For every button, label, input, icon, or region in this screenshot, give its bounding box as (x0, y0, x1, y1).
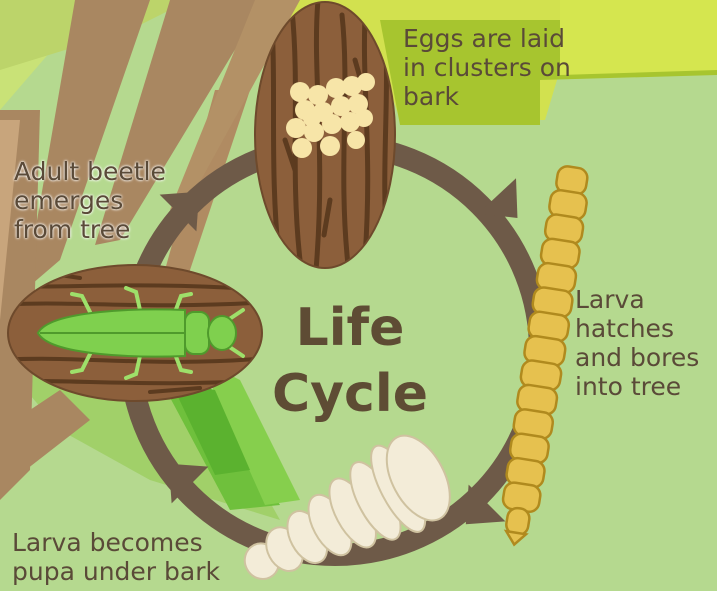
label-larva-stage: Larva hatches and bores into tree (575, 285, 715, 401)
label-eggs-stage: Eggs are laid in clusters on bark (403, 24, 623, 111)
title-life-cycle: Life Cycle (255, 295, 445, 427)
egg-cluster (286, 73, 375, 158)
egg-bark-illustration (255, 0, 395, 270)
label-pupa-stage: Larva becomes pupa under bark (12, 528, 252, 586)
title-line-1: Life (255, 295, 445, 361)
label-adult-stage: Adult beetle emerges from tree (14, 157, 184, 244)
title-line-2: Cycle (255, 361, 445, 427)
